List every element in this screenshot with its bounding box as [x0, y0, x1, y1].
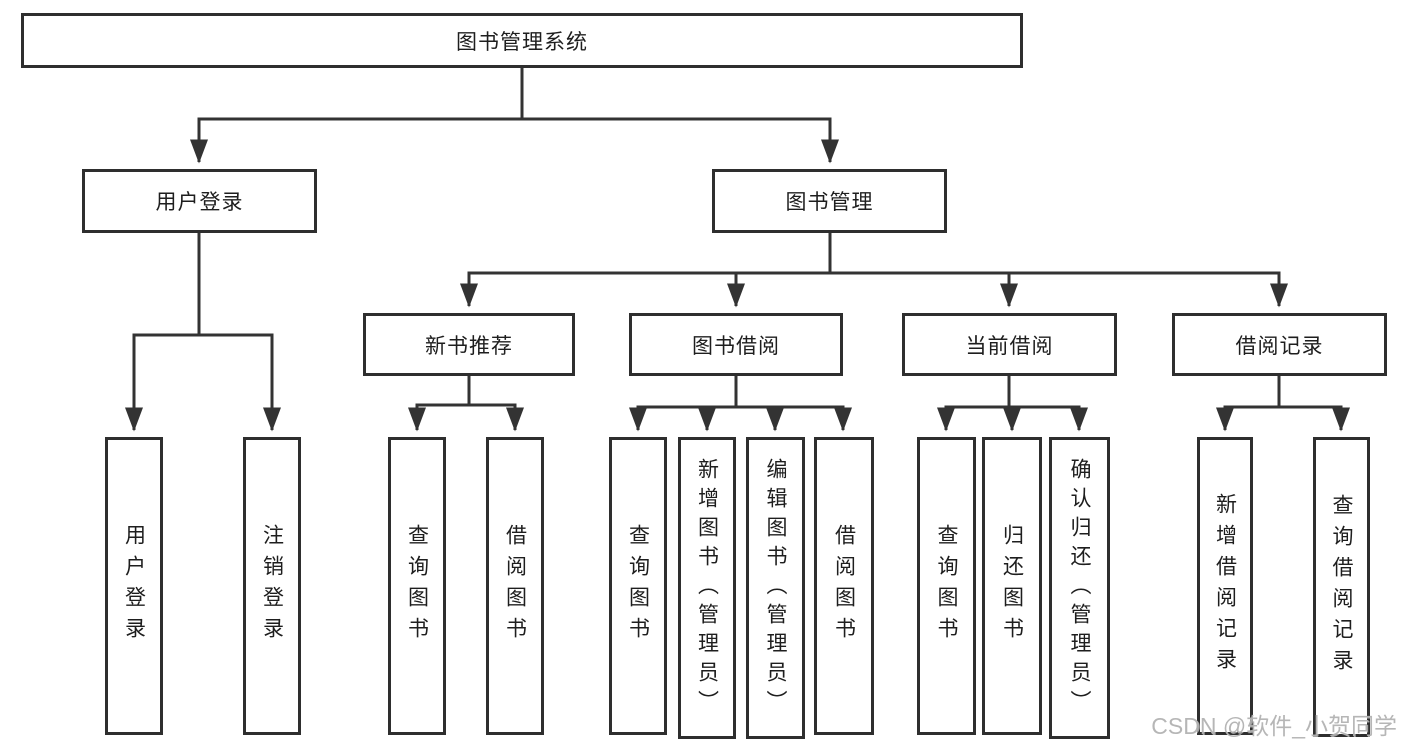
node-leaf-query-books-recommend-label: 查询图书 [405, 524, 429, 648]
node-leaf-query-books-borrow-label: 查询图书 [626, 524, 650, 648]
connector-borrow-to-leaves [629, 376, 852, 432]
connector-recommend-to-leaves [408, 376, 524, 432]
node-user-login-label: 用户登录 [155, 191, 244, 214]
connector-root-to-level2 [190, 68, 839, 164]
node-leaf-query-borrow-record: 查询借阅记录 [1313, 437, 1370, 737]
node-new-book-recommend: 新书推荐 [363, 313, 575, 376]
node-root-label: 图书管理系统 [456, 30, 588, 54]
connector-mgmt-to-level3 [460, 233, 1288, 308]
node-borrow-records: 借阅记录 [1172, 313, 1387, 376]
node-leaf-borrow-books: 借阅图书 [814, 437, 874, 735]
node-leaf-borrow-books-label: 借阅图书 [832, 524, 856, 648]
node-leaf-edit-book-admin-label: 编辑图书（管理员） [764, 457, 787, 719]
node-new-book-recommend-label: 新书推荐 [425, 334, 513, 358]
node-leaf-query-books-recommend: 查询图书 [388, 437, 446, 735]
connector-records-to-leaves [1216, 376, 1350, 432]
node-leaf-add-book-admin: 新增图书（管理员） [678, 437, 736, 739]
node-leaf-query-books-borrow: 查询图书 [609, 437, 667, 735]
node-leaf-user-login-label: 用户登录 [122, 524, 146, 648]
node-book-borrow-label: 图书借阅 [692, 334, 780, 358]
node-leaf-return-books-label: 归还图书 [1000, 524, 1024, 648]
node-leaf-logout-label: 注销登录 [260, 524, 284, 648]
node-leaf-user-login: 用户登录 [105, 437, 163, 735]
node-leaf-borrow-books-recommend-label: 借阅图书 [503, 524, 527, 648]
node-leaf-query-books-current-label: 查询图书 [935, 524, 958, 648]
connector-current-to-leaves [937, 376, 1088, 432]
connector-login-to-leaves [125, 233, 281, 432]
node-leaf-logout: 注销登录 [243, 437, 301, 735]
node-current-borrow: 当前借阅 [902, 313, 1117, 376]
node-user-login: 用户登录 [82, 169, 317, 233]
node-leaf-confirm-return-admin-label: 确认归还（管理员） [1068, 457, 1091, 719]
node-leaf-return-books: 归还图书 [982, 437, 1042, 735]
node-root: 图书管理系统 [21, 13, 1023, 68]
node-book-borrow: 图书借阅 [629, 313, 843, 376]
node-leaf-add-book-admin-label: 新增图书（管理员） [695, 457, 719, 719]
node-book-management: 图书管理 [712, 169, 947, 233]
node-leaf-query-borrow-record-label: 查询借阅记录 [1330, 494, 1353, 680]
node-leaf-confirm-return-admin: 确认归还（管理员） [1049, 437, 1110, 739]
node-leaf-add-borrow-record-label: 新增借阅记录 [1213, 493, 1237, 679]
node-leaf-edit-book-admin: 编辑图书（管理员） [746, 437, 805, 739]
node-leaf-add-borrow-record: 新增借阅记录 [1197, 437, 1253, 735]
node-current-borrow-label: 当前借阅 [965, 334, 1054, 358]
node-borrow-records-label: 借阅记录 [1235, 334, 1324, 358]
node-book-management-label: 图书管理 [785, 191, 874, 214]
csdn-watermark: CSDN @软件_小贺同学 [1151, 713, 1397, 739]
node-leaf-borrow-books-recommend: 借阅图书 [486, 437, 544, 735]
node-leaf-query-books-current: 查询图书 [917, 437, 976, 735]
